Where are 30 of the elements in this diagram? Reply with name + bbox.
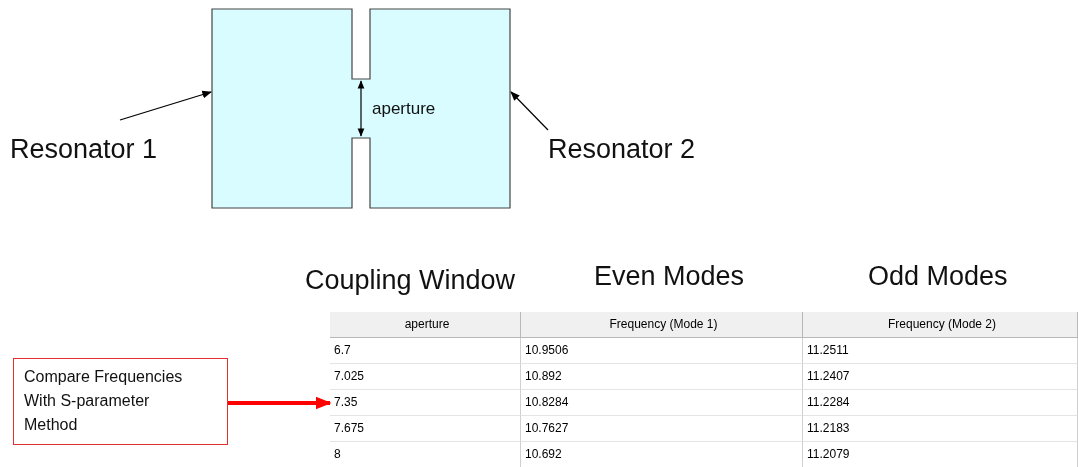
- resonator-cavity: [211, 8, 362, 209]
- table-cell: 11.2079: [803, 442, 1078, 467]
- column-title: Coupling Window: [305, 266, 516, 296]
- table-cell: 7.35: [330, 390, 521, 416]
- resonator-label: Resonator 2: [548, 134, 696, 165]
- table-cell: 11.2407: [803, 364, 1078, 390]
- column-header: aperture: [330, 312, 521, 338]
- table-cell: 8: [330, 442, 521, 467]
- note-box: Compare Frequencies With S-parameter Method: [13, 358, 228, 445]
- leader-line: [510, 91, 549, 131]
- table-cell: 11.2284: [803, 390, 1078, 416]
- arrow: [228, 396, 332, 410]
- table-cell: 10.692: [521, 442, 803, 467]
- column-header: Frequency (Mode 1): [521, 312, 803, 338]
- table-cell: 10.7627: [521, 416, 803, 442]
- table-cell: 6.7: [330, 338, 521, 364]
- leader-line: [119, 90, 212, 121]
- column-header: Frequency (Mode 2): [803, 312, 1078, 338]
- table-cell: 10.892: [521, 364, 803, 390]
- column-title: Even Modes: [594, 262, 745, 292]
- dimension-label: aperture: [372, 99, 436, 119]
- resonator-label: Resonator 1: [10, 134, 158, 165]
- resonator-cavity: [360, 8, 511, 209]
- table-cell: 7.025: [330, 364, 521, 390]
- table-cell: 10.9506: [521, 338, 803, 364]
- table-cell: 11.2183: [803, 416, 1078, 442]
- table-cell: 10.8284: [521, 390, 803, 416]
- table-cell: 7.675: [330, 416, 521, 442]
- table-cell: 11.2511: [803, 338, 1078, 364]
- column-title: Odd Modes: [868, 262, 1008, 292]
